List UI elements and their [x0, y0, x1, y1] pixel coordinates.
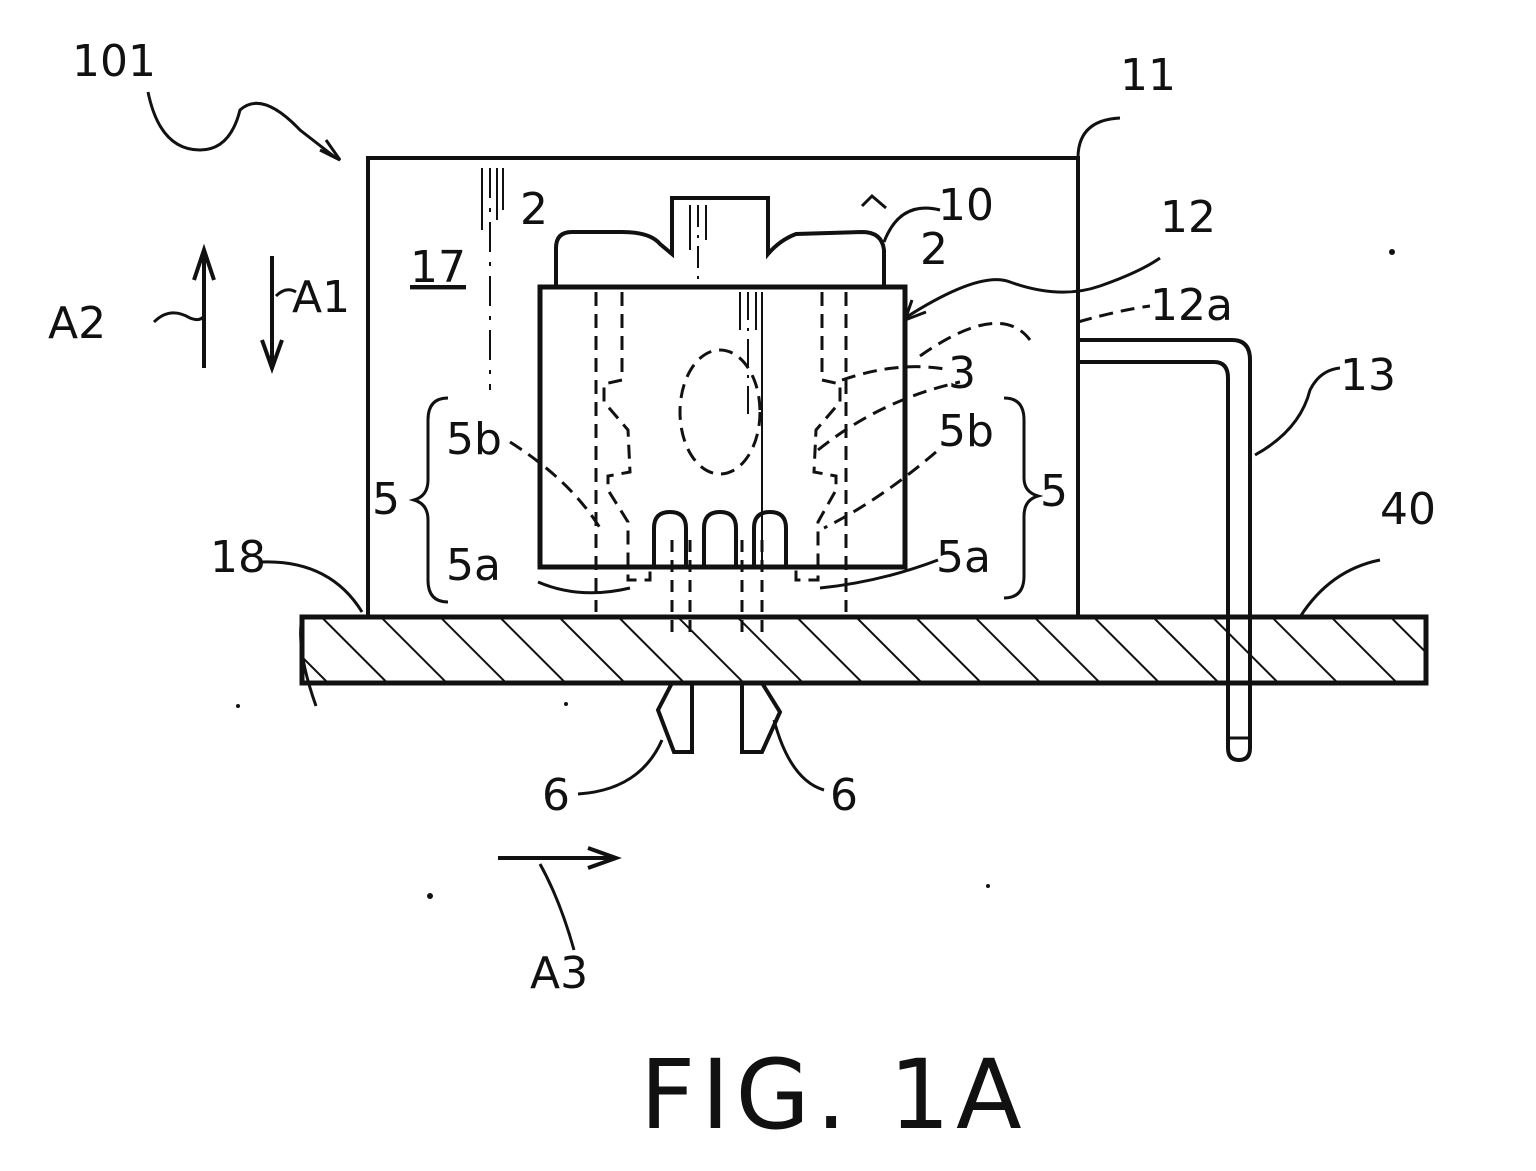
circuit-board-40: [301, 617, 1426, 706]
label-3: 3: [948, 348, 976, 399]
label-6-right: 6: [830, 770, 858, 821]
arrow-A3: [498, 848, 616, 868]
label-6-left: 6: [542, 770, 570, 821]
terminals-6: [658, 683, 780, 752]
label-5b-left: 5b: [446, 414, 502, 465]
bracket-5-right: [1004, 398, 1038, 598]
label-5a-left: 5a: [446, 540, 501, 591]
lead-13: [1078, 340, 1250, 760]
label-5b-right: 5b: [938, 406, 994, 457]
label-101: 101: [72, 36, 156, 87]
label-5-right: 5: [1040, 466, 1068, 517]
label-40: 40: [1380, 484, 1436, 535]
label-A1: A1: [292, 272, 350, 323]
label-2-left: 2: [520, 184, 548, 235]
label-12a: 12a: [1150, 280, 1233, 331]
arrow-A2: [194, 250, 214, 368]
label-13: 13: [1340, 350, 1396, 401]
contact-top-10: [556, 198, 884, 287]
specks: [236, 249, 1395, 899]
label-5a-right: 5a: [936, 532, 991, 583]
figure-caption: FIG. 1A: [640, 1039, 1028, 1151]
holder-12: [540, 287, 905, 640]
label-A2: A2: [48, 298, 106, 349]
label-17: 17: [410, 242, 466, 293]
label-2-right: 2: [920, 224, 948, 275]
label-12: 12: [1160, 192, 1216, 243]
label-5-left: 5: [372, 474, 400, 525]
label-11: 11: [1120, 50, 1176, 101]
arrow-A1: [262, 256, 282, 368]
label-18: 18: [210, 532, 266, 583]
bracket-5-left: [414, 398, 448, 602]
label-A3: A3: [530, 948, 588, 999]
